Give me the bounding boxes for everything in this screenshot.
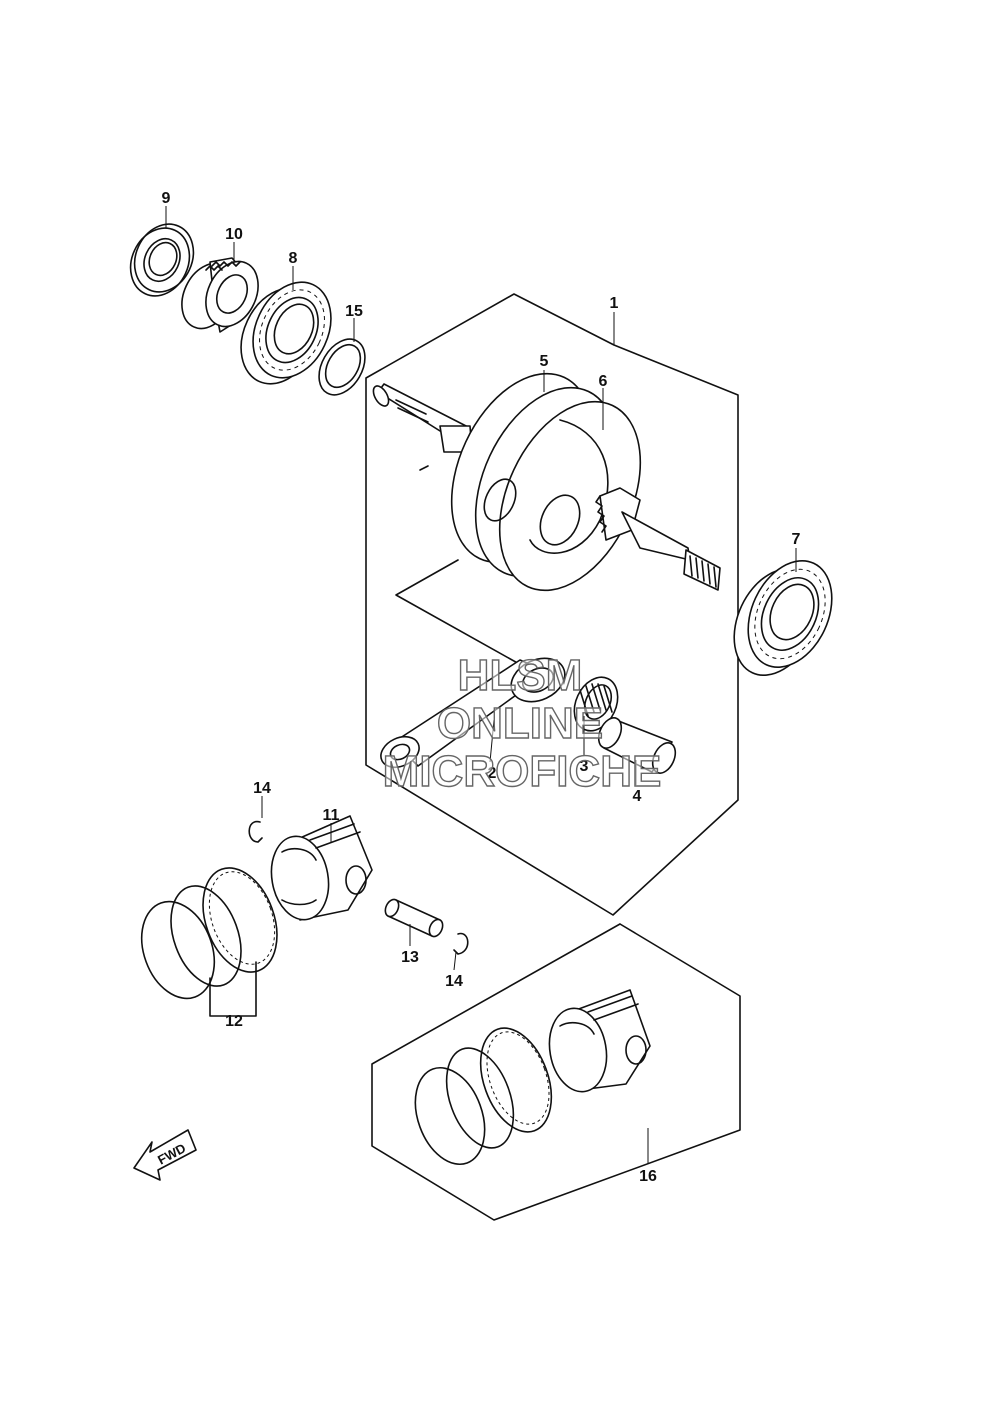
- bearing-right: [733, 559, 833, 677]
- callout-7: 7: [792, 531, 801, 548]
- piston-pin: [384, 898, 444, 938]
- piston-set-rings: [414, 1027, 553, 1166]
- bearing-left: [240, 281, 332, 385]
- watermark-line3: MICROFICHE: [383, 747, 662, 796]
- watermark: HLSM ONLINE MICROFICHE: [382, 650, 662, 796]
- callout-10: 10: [225, 226, 243, 243]
- callout-14-lower: 14: [445, 973, 463, 990]
- crank-pin: [597, 717, 677, 774]
- watermark-line1: HLSM: [458, 651, 583, 700]
- callout-4: 4: [633, 788, 642, 805]
- piston: [270, 815, 373, 921]
- forward-direction-arrow: FWD: [133, 1129, 197, 1181]
- circlip-upper: [248, 820, 263, 843]
- callout-labels: 1 2 3 4 5 6 7 8 9 10 11 12 13 14 14 15 1…: [162, 190, 801, 1185]
- crankshaft-assembly-frame: [365, 293, 739, 916]
- leader-lines: [165, 206, 797, 1164]
- callout-6: 6: [599, 373, 608, 390]
- callout-1: 1: [610, 295, 619, 312]
- watermark-line2: ONLINE: [437, 699, 603, 748]
- callout-15: 15: [345, 303, 363, 320]
- piston-set-piston: [548, 989, 651, 1093]
- callout-5: 5: [540, 353, 549, 370]
- callout-3: 3: [580, 758, 589, 775]
- callout-11: 11: [323, 807, 340, 824]
- circlip-lower: [453, 932, 469, 955]
- callout-12: 12: [225, 1013, 243, 1030]
- crankshaft-left-shaft: [372, 383, 473, 471]
- piston-rings: [140, 867, 278, 1017]
- piston-set-frame: [371, 923, 741, 1221]
- callout-8: 8: [289, 250, 298, 267]
- washer: [318, 338, 366, 396]
- crankshaft-right-shaft: [595, 487, 721, 591]
- callout-14-upper: 14: [253, 780, 271, 797]
- callout-2: 2: [488, 765, 497, 782]
- oil-seal: [129, 223, 195, 297]
- callout-16: 16: [639, 1168, 657, 1185]
- connecting-rod: [380, 657, 566, 769]
- crank-gear: [181, 257, 259, 333]
- callout-13: 13: [401, 949, 419, 966]
- callout-9: 9: [162, 190, 171, 207]
